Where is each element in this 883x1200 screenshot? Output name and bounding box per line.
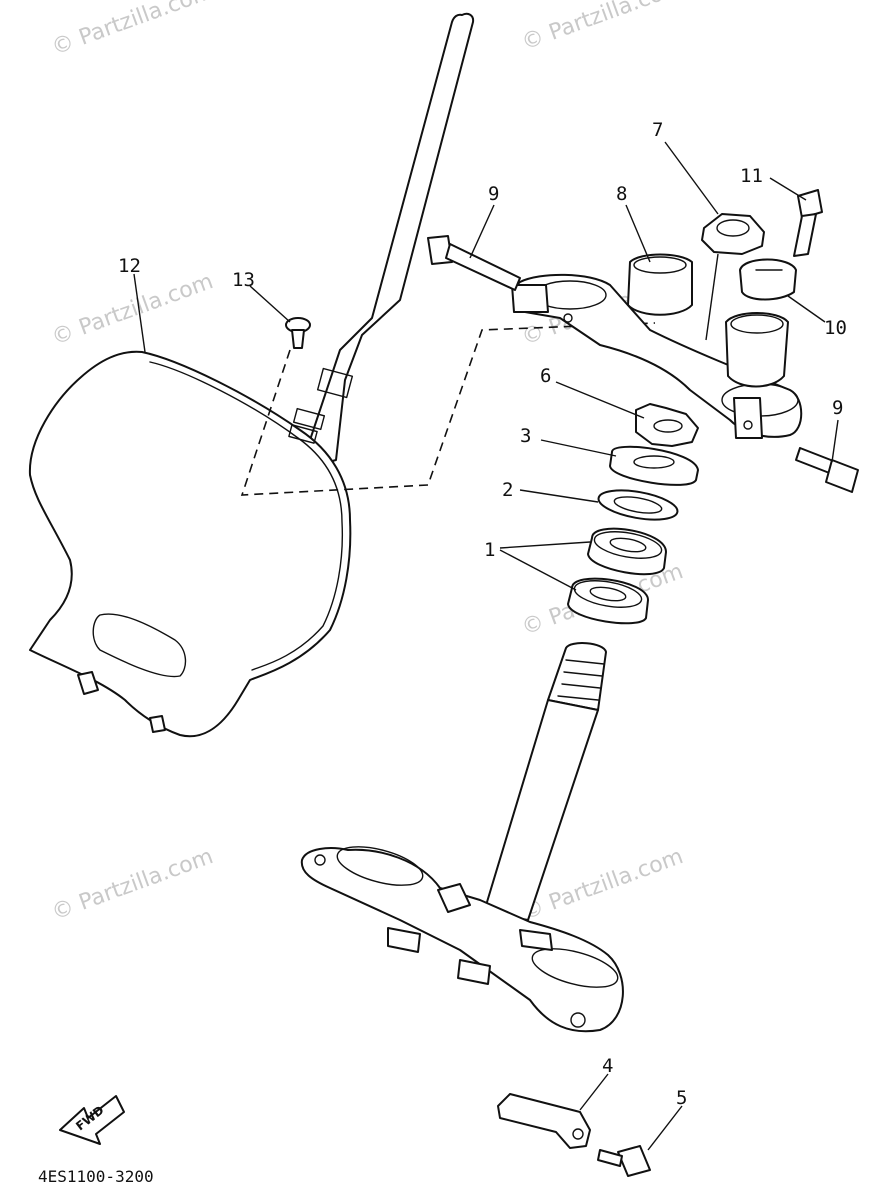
ring-nut-6 [635,403,699,447]
callout-11: 11 [740,165,763,187]
mounting-guides [240,322,656,496]
callout-5: 5 [676,1087,687,1109]
callout-7: 7 [652,119,663,141]
bearing-1-upper [587,527,667,576]
callout-9: 9 [488,183,499,205]
watermark: © Partzilla.com [519,0,687,56]
screw-13 [285,317,311,349]
seal-2 [597,489,679,521]
callout-12: 12 [118,255,141,277]
steering-nut-7 [701,213,765,255]
callout-2: 2 [502,479,513,501]
number-plate [28,12,475,738]
steering-stem [483,642,607,921]
bearing-1-lower [567,577,649,625]
holder-cap-10 [739,258,797,301]
callout-1: 1 [484,539,495,561]
lower-bracket [300,846,624,1033]
bolt-11 [793,189,823,257]
diagram-code: 4ES1100-3200 [38,1167,154,1186]
bolt-5 [597,1145,651,1177]
callout-4: 4 [602,1055,613,1077]
callouts: 7 8 9 11 10 6 3 2 1 9 12 13 4 5 [118,119,847,1109]
washer-3 [609,445,699,486]
callout-3: 3 [520,425,531,447]
callout-10: 10 [824,317,847,339]
bolt-9-right [795,447,859,493]
fwd-arrow-icon: FWD [59,1095,125,1145]
callout-9: 9 [832,397,843,419]
leader-lines [133,141,839,1151]
callout-13: 13 [232,269,255,291]
watermark: © Partzilla.com [49,844,217,926]
bolt-9-left [427,235,521,291]
cable-guide-4 [497,1093,591,1149]
callout-6: 6 [540,365,551,387]
watermark: © Partzilla.com [49,0,217,61]
callout-8: 8 [616,183,627,205]
watermark: © Partzilla.com [49,269,217,351]
